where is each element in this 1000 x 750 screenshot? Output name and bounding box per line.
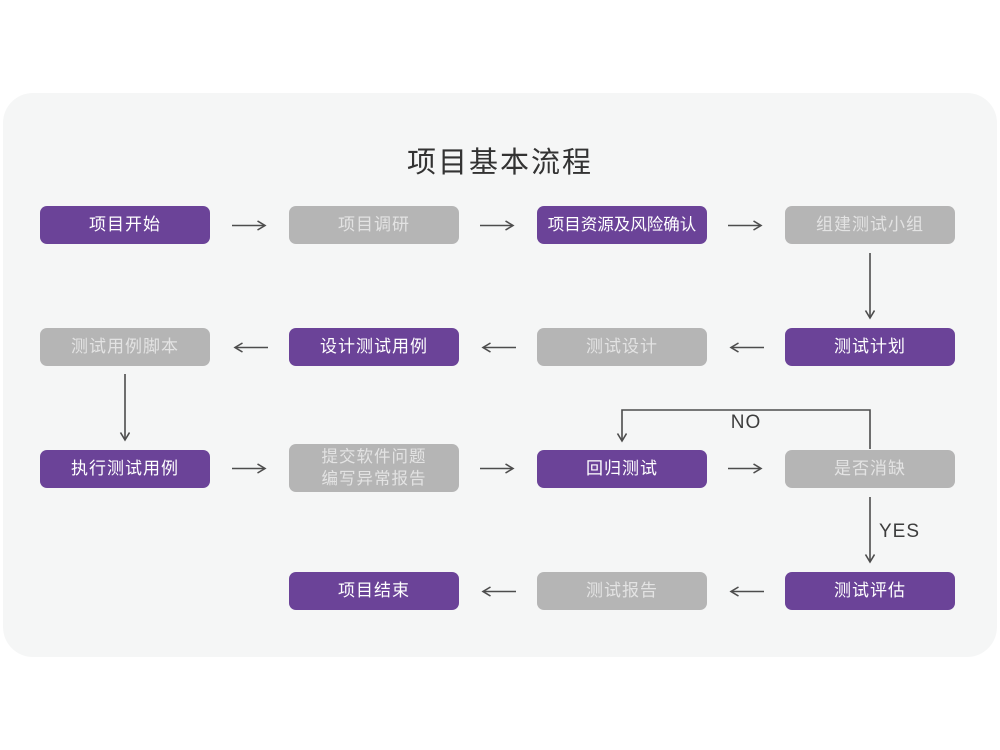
node-label: 是否消缺 xyxy=(834,459,906,478)
node-label: 设计测试用例 xyxy=(320,337,428,356)
page-title: 项目基本流程 xyxy=(406,147,593,179)
node-project-start: 项目开始 xyxy=(40,206,210,244)
node-test-plan: 测试计划 xyxy=(785,328,955,366)
node-label-line1: 提交软件问题 xyxy=(321,448,427,466)
node-regression-test: 回归测试 xyxy=(537,450,707,488)
node-test-evaluation: 测试评估 xyxy=(785,572,955,610)
node-label-line2: 编写异常报告 xyxy=(321,470,427,488)
node-build-test-team: 组建测试小组 xyxy=(785,206,955,244)
node-label: 组建测试小组 xyxy=(816,215,924,234)
node-test-design: 测试设计 xyxy=(537,328,707,366)
flowchart-card-background xyxy=(3,93,997,657)
node-resource-risk-confirm: 项目资源及风险确认 xyxy=(537,206,707,244)
node-test-case-script: 测试用例脚本 xyxy=(40,328,210,366)
node-label: 项目结束 xyxy=(338,581,410,600)
node-design-test-case: 设计测试用例 xyxy=(289,328,459,366)
node-label: 项目资源及风险确认 xyxy=(547,216,697,234)
edge-label-yes: YES xyxy=(879,521,921,542)
node-project-research: 项目调研 xyxy=(289,206,459,244)
node-label: 测试评估 xyxy=(834,581,906,600)
node-test-report: 测试报告 xyxy=(537,572,707,610)
node-label: 回归测试 xyxy=(586,459,658,478)
node-label: 测试报告 xyxy=(586,581,658,600)
node-label: 测试设计 xyxy=(586,337,658,356)
node-project-end: 项目结束 xyxy=(289,572,459,610)
node-label: 测试用例脚本 xyxy=(71,337,179,356)
node-submit-issue-report: 提交软件问题 编写异常报告 xyxy=(289,444,459,492)
node-label: 项目调研 xyxy=(338,215,410,234)
edge-label-no: NO xyxy=(730,412,762,433)
node-execute-test-case: 执行测试用例 xyxy=(40,450,210,488)
node-label: 执行测试用例 xyxy=(71,459,179,478)
node-label: 项目开始 xyxy=(89,215,161,234)
node-label: 测试计划 xyxy=(834,337,906,356)
node-defect-eliminated: 是否消缺 xyxy=(785,450,955,488)
